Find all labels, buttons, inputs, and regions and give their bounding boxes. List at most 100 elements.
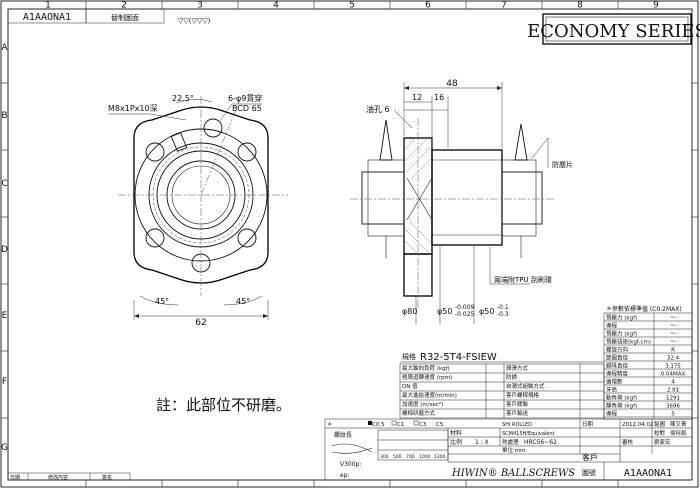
prop-value: ～ xyxy=(670,332,676,338)
properties-table: ＊參數依標準值 (C0.2MAX) 預壓力 (kgf) ～ 導程 ～ 預壓力 (… xyxy=(603,305,693,420)
thread-label: 螺紋長 xyxy=(334,431,352,439)
tol-row: 1300 xyxy=(434,454,446,460)
hardness: HRC56~62 xyxy=(524,439,557,446)
scale-label: 比例 xyxy=(450,438,462,446)
angle-left: 45° xyxy=(155,297,169,306)
grid-row-label: F xyxy=(2,377,7,387)
top-label: 替制圖面 xyxy=(111,13,139,22)
tol-row: 700 xyxy=(406,454,415,460)
material-label: 材料 xyxy=(450,429,462,437)
model-label: 規格 xyxy=(402,352,416,361)
prop-label: 預壓力 (kgf) xyxy=(606,330,637,338)
dim-width: 62 xyxy=(195,318,206,328)
prop-value: 3696 xyxy=(666,404,680,410)
lead-label: ep: xyxy=(340,472,350,479)
spec-cell: 客戶關聯 xyxy=(506,400,529,408)
revision-date-label: 日期 xyxy=(10,475,20,481)
spec-cell: 客戶輸送 xyxy=(506,409,529,417)
grid-col-label: 2 xyxy=(121,1,127,11)
grid-col-label: 1 xyxy=(45,1,51,11)
series-title-box: ECONOMY SERIES xyxy=(527,13,700,45)
grid-row-label: A xyxy=(1,43,8,53)
surface-finish-symbol: ▽▽(▽▽▽) xyxy=(178,17,211,25)
dia-body: φ50 xyxy=(479,307,494,316)
prop-value: 5 xyxy=(671,412,675,418)
check-label: 校對 xyxy=(654,429,666,437)
dim-length-total: 48 xyxy=(446,79,458,89)
revision-content-label: 修改內容 xyxy=(48,474,68,481)
grid-col-label: 4 xyxy=(273,1,279,11)
accuracy-grade: C5 xyxy=(436,422,444,428)
side-view: 48 12 16 油孔 6 防塵片 兩端附TPU 刮刷環 φ80 φ50 -0.… xyxy=(350,79,573,324)
prop-value: R xyxy=(671,348,675,354)
accuracy-grade: C0.5 xyxy=(372,422,385,428)
prop-label: 預壓扭矩(kgf-cm) xyxy=(606,338,651,346)
prop-value: 2.81 xyxy=(667,388,679,394)
spec-cell: 潤滑方式 xyxy=(506,364,529,372)
drawing-number-top: A1AAONA1 xyxy=(23,12,71,23)
tap-callout: M8x1Px10深 xyxy=(108,104,158,113)
brand-logo: HIWIN® BALLSCREWS xyxy=(451,468,575,479)
grid-col-label: 7 xyxy=(501,1,507,11)
tol-row: 1000 xyxy=(419,454,431,460)
dim-12: 12 xyxy=(412,93,422,102)
spec-cell: DN 值 xyxy=(402,382,418,390)
accuracy-grade: C1 xyxy=(397,422,404,428)
spec-cell: 加速度 (m/sec²) xyxy=(402,400,443,408)
spec-cell: 最大進給速度(m/min) xyxy=(402,391,457,399)
bolt-hole xyxy=(145,142,165,162)
model-value: R32-5T4-FSIEW xyxy=(420,352,497,363)
spec-cell: 最大軸向負荷 (kgf) xyxy=(402,364,450,372)
hardness-label: 熱處理 xyxy=(502,438,519,446)
grid-col-label: 8 xyxy=(577,1,583,11)
prop-value: 1291 xyxy=(666,396,680,402)
prop-label: 節圓直徑 xyxy=(606,354,629,362)
prop-label: 動負荷 (kgf) xyxy=(606,394,637,402)
column-grid-labels: 1 2 3 4 5 6 7 8 9 xyxy=(45,1,659,11)
prop-value: ～ xyxy=(670,340,676,346)
prop-value: 32.4 xyxy=(667,356,680,362)
dia-spigot: φ50 xyxy=(437,307,452,316)
grid-row-label: D xyxy=(1,245,8,255)
series-title: ECONOMY SERIES xyxy=(527,21,700,42)
revision-row: 日期 修改內容 簽名 xyxy=(7,472,131,481)
wiper-callout: 防塵片 xyxy=(552,160,573,169)
spec-cell: 防銹 xyxy=(506,373,518,381)
drawer-name: 陳又菁 xyxy=(670,420,687,428)
tol-row: 300 xyxy=(380,454,389,460)
draw-label: 製圖 xyxy=(654,420,666,428)
grid-row-label: B xyxy=(1,111,7,121)
spec-cell: 極限迴轉速度 (rpm) xyxy=(402,373,452,381)
tol-spigot-upper: -0.009 xyxy=(455,304,475,311)
prop-label: 鋼珠直徑 xyxy=(606,362,629,370)
prop-value: 0.04MAX xyxy=(661,372,686,378)
grid-row-label: G xyxy=(1,443,8,453)
checker-name: 吳科凱 xyxy=(670,429,687,437)
holes-callout: 6-φ9貫穿 xyxy=(228,93,262,103)
row-grid-labels: A B C D E F G xyxy=(1,43,8,453)
accuracy-grade: C3 xyxy=(419,422,427,428)
scale-value: 1 : X xyxy=(475,439,489,446)
dim-16: 16 xyxy=(434,93,444,102)
seal-callout: 兩端附TPU 刮刷環 xyxy=(494,275,552,284)
prop-value: 3.175 xyxy=(665,364,681,370)
drawing-no-label: 圖號 xyxy=(582,468,596,477)
tol-body-lower: -0.3 xyxy=(497,311,509,318)
prop-label: 靜負荷 (kgf) xyxy=(606,402,637,410)
spec-cell: 客戶螺桿規格 xyxy=(506,391,540,399)
tol-spigot-lower: -0.025 xyxy=(455,311,475,318)
prop-label: 螺旋方向 xyxy=(606,346,628,354)
approver-name: 劉家宏 xyxy=(654,438,671,446)
prop-label: 循環數 xyxy=(606,378,623,386)
prop-value: 4 xyxy=(671,380,675,386)
accuracy-header: ＊ xyxy=(327,421,333,428)
bolt-hole xyxy=(203,118,223,138)
angle-right: 45° xyxy=(236,297,250,306)
prop-label: 牙高 xyxy=(606,386,618,394)
curve-label: V300p: xyxy=(340,461,361,468)
bolt-hole xyxy=(145,228,165,248)
front-view: 62 45° 45° M8x1Px10深 22.5° 6-φ9貫穿 BCD 65 xyxy=(108,93,288,328)
bolt-hole xyxy=(237,142,257,162)
